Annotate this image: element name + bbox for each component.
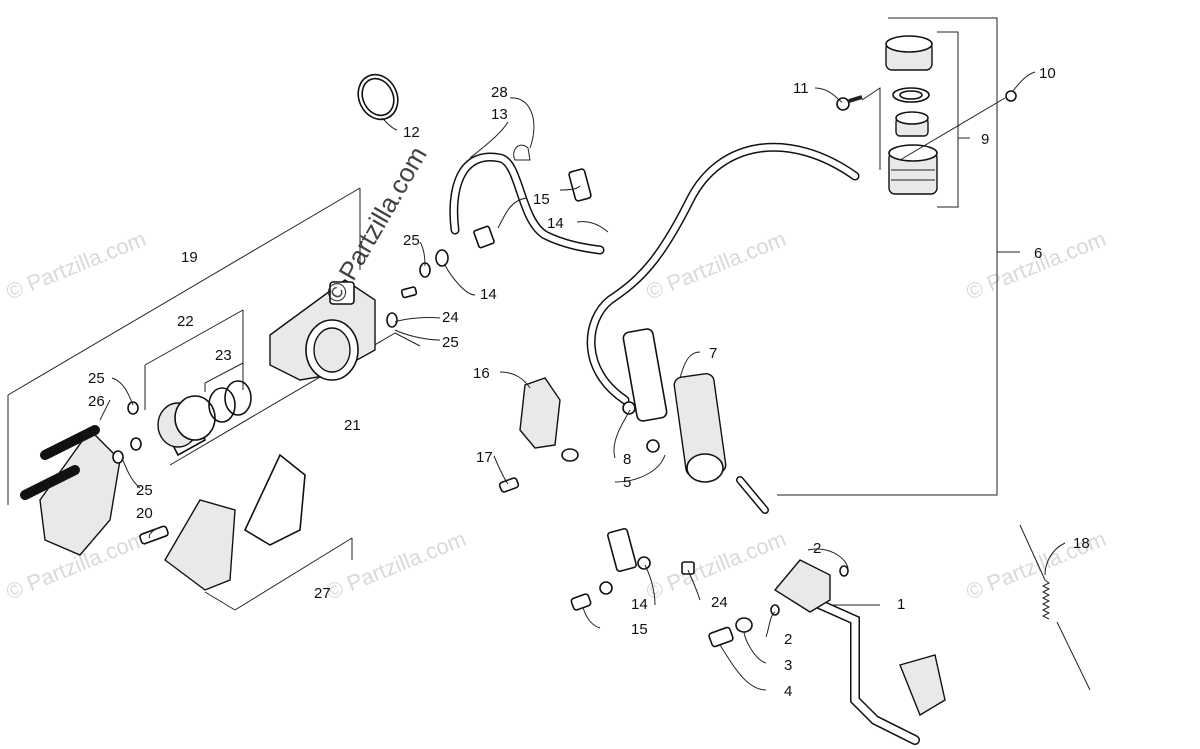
watermark: © Partzilla.com bbox=[3, 226, 150, 305]
callout-14: 14 bbox=[631, 596, 648, 613]
callout-17: 17 bbox=[476, 449, 493, 466]
callout-26: 26 bbox=[88, 393, 105, 410]
mount-bracket-part bbox=[519, 377, 579, 462]
reservoir-hose-part bbox=[586, 142, 860, 405]
caliper-body-part bbox=[269, 279, 376, 381]
callout-labels: 1 2 2 3 4 5 6 7 8 9 10 11 12 13 14 14 14… bbox=[88, 65, 1090, 700]
piston-part bbox=[157, 380, 252, 457]
brake-hose-part bbox=[449, 144, 605, 255]
callout-18: 18 bbox=[1073, 535, 1090, 552]
callout-5: 5 bbox=[623, 474, 631, 491]
callout-24: 24 bbox=[711, 594, 728, 611]
callout-10: 10 bbox=[1039, 65, 1056, 82]
watermark: © Partzilla.com bbox=[963, 226, 1110, 305]
callout-14: 14 bbox=[547, 215, 564, 232]
callout-7: 7 bbox=[709, 345, 717, 362]
watermark: © Partzilla.com bbox=[323, 526, 470, 605]
callout-21: 21 bbox=[344, 417, 361, 434]
hardware-parts bbox=[112, 168, 849, 648]
callout-25: 25 bbox=[136, 482, 153, 499]
callout-3: 3 bbox=[784, 657, 792, 674]
callout-24: 24 bbox=[442, 309, 459, 326]
callout-15: 15 bbox=[631, 621, 648, 638]
callout-9: 9 bbox=[981, 131, 989, 148]
brake-pedal-part bbox=[773, 559, 946, 745]
callout-20: 20 bbox=[136, 505, 153, 522]
callout-27: 27 bbox=[314, 585, 331, 602]
callout-13: 13 bbox=[491, 106, 508, 123]
watermark: © Partzilla.com bbox=[643, 526, 790, 605]
leader-lines bbox=[99, 71, 1066, 691]
callout-25: 25 bbox=[442, 334, 459, 351]
reservoir-part bbox=[836, 35, 1017, 195]
callout-1: 1 bbox=[897, 596, 905, 613]
callout-6: 6 bbox=[1034, 245, 1042, 262]
callout-2: 2 bbox=[784, 631, 792, 648]
callout-2: 2 bbox=[813, 540, 821, 557]
master-cylinder-part bbox=[622, 328, 769, 514]
brake-pads-part bbox=[164, 453, 306, 591]
callout-16: 16 bbox=[473, 365, 490, 382]
callout-22: 22 bbox=[177, 313, 194, 330]
callout-25: 25 bbox=[88, 370, 105, 387]
callout-28: 28 bbox=[491, 84, 508, 101]
caliper-bracket-part bbox=[20, 425, 121, 556]
callout-12: 12 bbox=[403, 124, 420, 141]
snap-ring-part bbox=[357, 73, 399, 121]
callout-25: 25 bbox=[403, 232, 420, 249]
overlay-watermark: © Partzilla.com bbox=[319, 141, 433, 308]
callout-19: 19 bbox=[181, 249, 198, 266]
callout-11: 11 bbox=[793, 80, 809, 97]
callout-15: 15 bbox=[533, 191, 550, 208]
return-spring-part bbox=[1019, 524, 1091, 691]
callout-23: 23 bbox=[215, 347, 232, 364]
group-brackets bbox=[7, 17, 998, 611]
callout-14: 14 bbox=[480, 286, 497, 303]
callout-8: 8 bbox=[623, 451, 631, 468]
callout-4: 4 bbox=[784, 683, 792, 700]
